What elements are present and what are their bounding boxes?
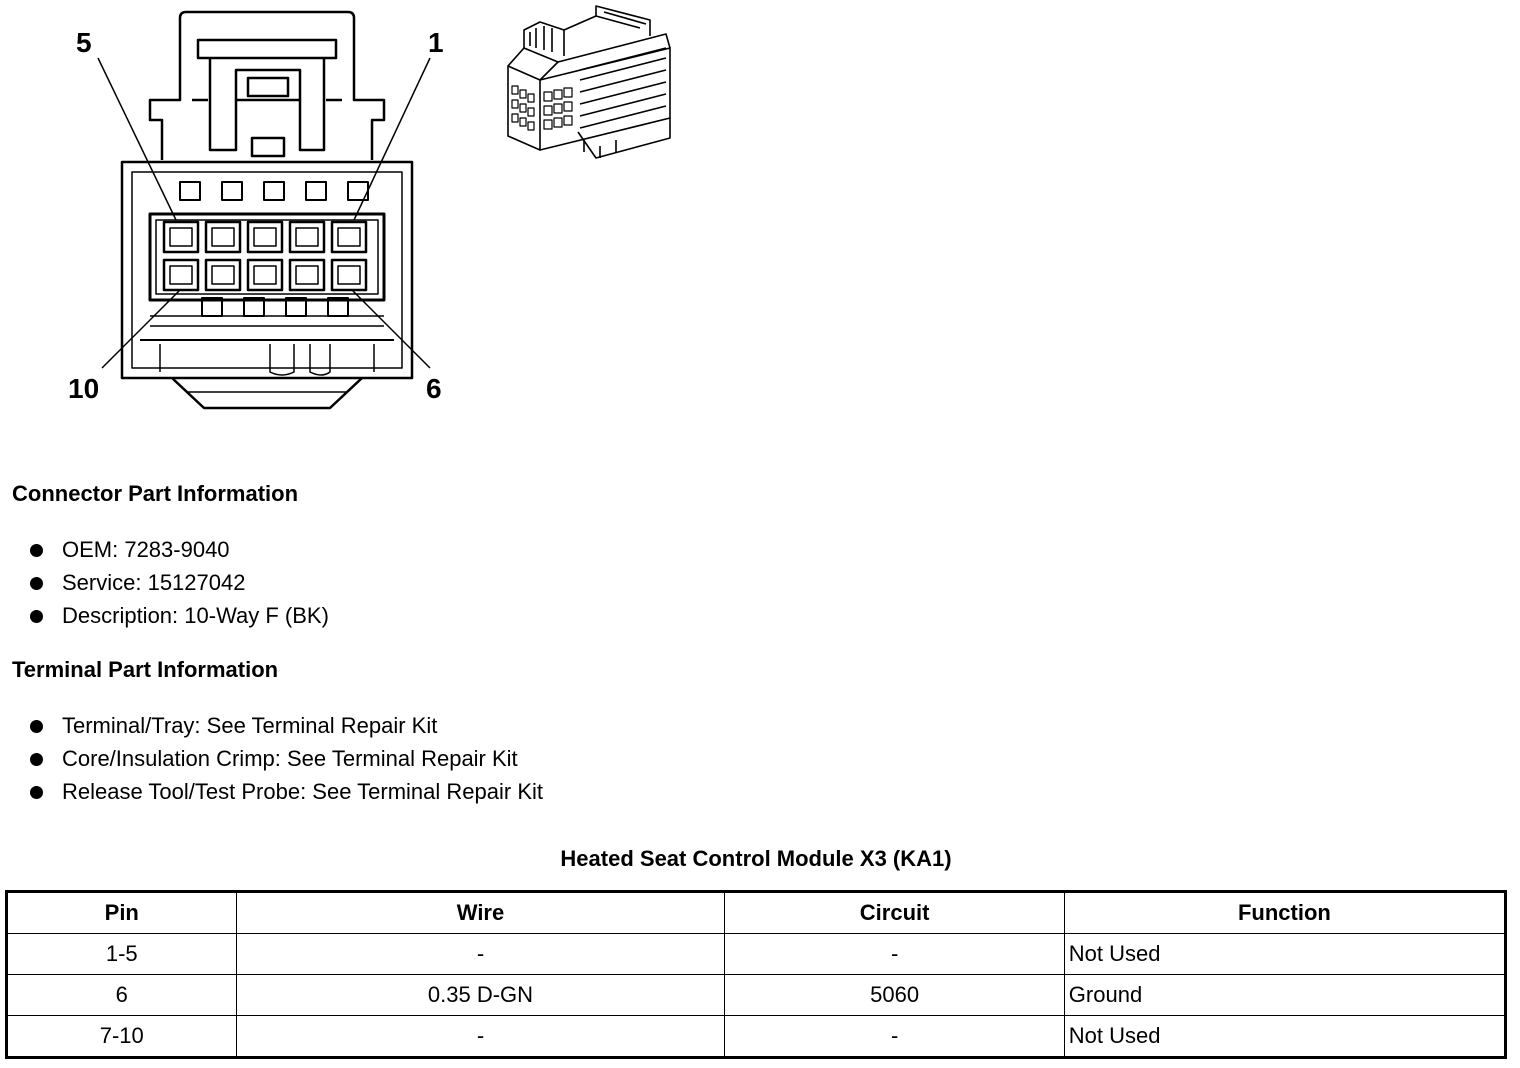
cell-function: Ground xyxy=(1063,974,1507,1016)
bullet-icon xyxy=(30,544,43,557)
pin-label-6: 6 xyxy=(426,373,442,404)
list-item: OEM: 7283-9040 xyxy=(30,533,329,566)
table-header-row: Pin Wire Circuit Function xyxy=(6,891,1507,934)
cell-circuit: - xyxy=(724,933,1065,975)
cell-wire: - xyxy=(235,933,726,975)
connector-diagram: 5 1 10 6 xyxy=(0,0,720,420)
pin-table-title: Heated Seat Control Module X3 (KA1) xyxy=(560,846,952,871)
cell-pin: 7-10 xyxy=(6,1015,237,1058)
column-header-pin: Pin xyxy=(6,891,237,934)
connector-info-list: OEM: 7283-9040 Service: 15127042 Descrip… xyxy=(30,533,329,632)
cell-circuit: 5060 xyxy=(724,974,1065,1016)
bullet-icon xyxy=(30,753,43,766)
pin-label-1: 1 xyxy=(428,27,444,58)
column-header-circuit: Circuit xyxy=(724,891,1065,934)
bullet-icon xyxy=(30,610,43,623)
cell-pin: 1-5 xyxy=(6,933,237,975)
list-item: Service: 15127042 xyxy=(30,566,329,599)
cell-wire: - xyxy=(235,1015,726,1058)
cell-wire: 0.35 D-GN xyxy=(235,974,726,1016)
column-header-function: Function xyxy=(1063,891,1507,934)
list-item: Terminal/Tray: See Terminal Repair Kit xyxy=(30,709,543,742)
column-header-wire: Wire xyxy=(235,891,726,934)
cell-function: Not Used xyxy=(1063,1015,1507,1058)
bullet-icon xyxy=(30,577,43,590)
cell-circuit: - xyxy=(724,1015,1065,1058)
table-row: 1-5 - - Not Used xyxy=(6,933,1507,975)
terminal-info-title: Terminal Part Information xyxy=(12,657,279,682)
pin-table: Pin Wire Circuit Function 1-5 - - Not Us… xyxy=(5,890,1507,1059)
table-row: 7-10 - - Not Used xyxy=(6,1015,1507,1058)
pin-label-10: 10 xyxy=(68,373,99,404)
pin-label-5: 5 xyxy=(76,27,92,58)
bullet-icon xyxy=(30,786,43,799)
list-item: Description: 10-Way F (BK) xyxy=(30,599,329,632)
connector-isometric-illustration xyxy=(507,5,671,159)
cell-pin: 6 xyxy=(6,974,237,1016)
terminal-info-list: Terminal/Tray: See Terminal Repair Kit C… xyxy=(30,709,543,808)
cell-function: Not Used xyxy=(1063,933,1507,975)
table-row: 6 0.35 D-GN 5060 Ground xyxy=(6,974,1507,1016)
connector-info-title: Connector Part Information xyxy=(12,481,299,506)
list-item: Release Tool/Test Probe: See Terminal Re… xyxy=(30,775,543,808)
bullet-icon xyxy=(30,720,43,733)
connector-face-view: 5 1 10 6 xyxy=(68,10,444,410)
list-item: Core/Insulation Crimp: See Terminal Repa… xyxy=(30,742,543,775)
